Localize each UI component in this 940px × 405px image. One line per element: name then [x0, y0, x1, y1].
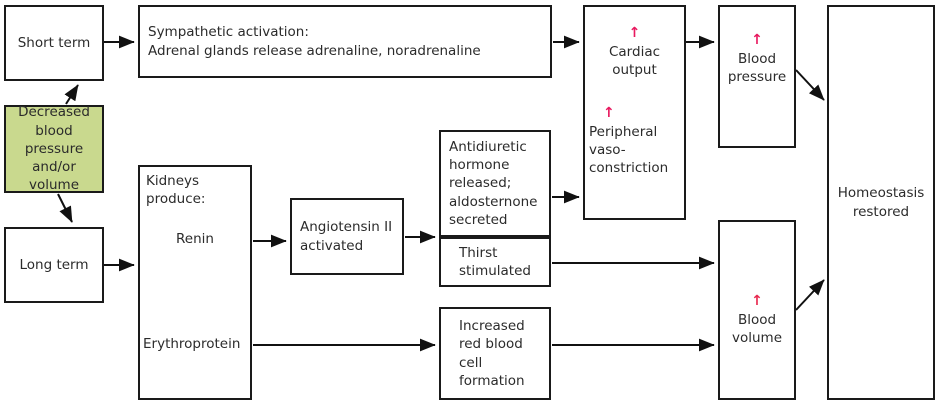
up-arrow-icon-blood-volume: ↑ [751, 293, 763, 309]
node-long-term[interactable]: Long term [4, 227, 104, 303]
node-blood-pressure[interactable]: ↑ Blood pressure [718, 5, 796, 148]
edge-stimulus-to-short-term [64, 84, 79, 105]
edge-stimulus-to-long-term [57, 193, 73, 223]
blood-pressure-label: Blood pressure [727, 51, 787, 86]
long-term-label: Long term [19, 256, 89, 273]
rbc-label: Increased red blood cell formation [459, 318, 525, 389]
up-arrow-icon-vaso: ↑ [603, 105, 615, 121]
adh-label: Antidiuretic hormone released; aldostern… [449, 138, 538, 228]
node-cardiac-output-vasoconstriction[interactable] [583, 5, 686, 220]
node-increased-rbc-formation[interactable]: Increased red blood cell formation [439, 307, 551, 400]
peripheral-vaso-group: ↑ Peripheral vaso- constriction [589, 106, 685, 178]
node-short-term[interactable]: Short term [4, 5, 104, 81]
node-blood-volume[interactable]: ↑ Blood volume [718, 220, 796, 400]
node-decreased-blood-pressure[interactable]: Decreased blood pressure and/or volume [4, 104, 104, 194]
node-sympathetic-activation[interactable]: Sympathetic activation: Adrenal glands r… [138, 5, 552, 78]
edge-blood-volume-to-homeostasis [795, 279, 825, 311]
node-antidiuretic-hormone[interactable]: Antidiuretic hormone released; aldostern… [439, 130, 551, 237]
short-term-label: Short term [17, 34, 91, 51]
node-kidneys[interactable] [138, 165, 252, 400]
cardiac-output-group: ↑ Cardiac output [583, 26, 686, 79]
up-arrow-icon-cardiac: ↑ [628, 25, 641, 41]
node-thirst-stimulated[interactable]: Thirst stimulated [439, 237, 551, 287]
blood-volume-label: Blood volume [731, 312, 782, 347]
thirst-label: Thirst stimulated [459, 244, 531, 279]
kidneys-renin-label: Renin [176, 231, 214, 247]
angiotensin-label: Angiotensin II activated [300, 219, 393, 254]
kidneys-erythroprotein-label: Erythroprotein [143, 336, 241, 352]
stimulus-label: Decreased blood pressure and/or volume [18, 104, 90, 194]
cardiac-output-label: Cardiac output [608, 44, 661, 79]
kidneys-header-label: Kidneys produce: [146, 173, 206, 208]
node-angiotensin-ii[interactable]: Angiotensin II activated [290, 198, 404, 275]
peripheral-vaso-label: Peripheral vaso- constriction [589, 124, 669, 177]
node-homeostasis-restored[interactable]: Homeostasis restored [827, 5, 935, 400]
edge-blood-pressure-to-homeostasis [795, 69, 825, 101]
sympathetic-label: Sympathetic activation: Adrenal glands r… [148, 24, 481, 59]
up-arrow-icon-blood-pressure: ↑ [751, 32, 763, 48]
homeostasis-label: Homeostasis restored [837, 185, 925, 220]
